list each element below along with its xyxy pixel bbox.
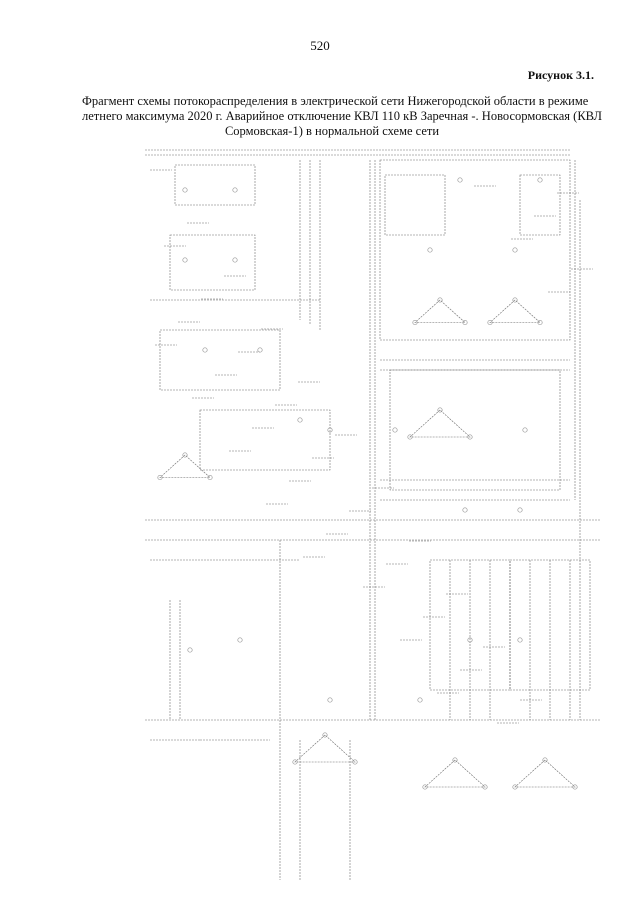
transformer-star [409, 409, 471, 438]
breaker-node [537, 177, 543, 183]
breaker-node [207, 474, 213, 481]
breaker-node [182, 452, 188, 458]
breaker-node [157, 474, 163, 481]
breaker-node [512, 297, 518, 303]
breaker-node [392, 427, 398, 433]
breaker-node [572, 784, 578, 790]
bus-frame [384, 174, 446, 236]
breaker-node [327, 427, 333, 433]
caption-line: Сормовская-1) в нормальной схеме сети [224, 124, 440, 138]
breaker-node [537, 319, 543, 326]
breaker-node [467, 434, 473, 440]
breaker-node [542, 757, 548, 763]
substation-frame [169, 234, 256, 291]
main-substation-frame [379, 159, 571, 341]
breaker-node [237, 637, 243, 643]
breaker-node [462, 319, 468, 326]
bus-frame [519, 174, 561, 236]
caption-line: летнего максимума 2020 г. Аварийное откл… [82, 109, 603, 123]
transformer-star [294, 734, 356, 763]
breaker-node [517, 637, 523, 643]
page-number: 520 [310, 38, 330, 53]
breaker-node [512, 784, 518, 790]
breaker-node [182, 187, 188, 193]
breaker-node [297, 417, 303, 423]
breaker-node [232, 187, 238, 193]
breaker-node [327, 697, 333, 703]
breaker-node [407, 434, 413, 440]
breaker-node [352, 759, 358, 765]
breaker-node [182, 257, 188, 263]
breaker-node [417, 697, 423, 703]
figure-caption: Фрагмент схемы потокораспределения в эле… [82, 94, 603, 139]
breaker-node [427, 247, 433, 253]
breaker-node [467, 637, 473, 643]
breaker-node [412, 319, 418, 326]
transformer-star [489, 299, 541, 323]
breaker-node [437, 297, 443, 303]
transformer-star [414, 299, 466, 323]
breaker-node [522, 427, 528, 433]
breaker-node [512, 247, 518, 253]
breaker-node [292, 759, 298, 765]
breaker-node [322, 732, 328, 738]
substation-nodes [157, 177, 578, 790]
substation-frame [159, 329, 281, 391]
breaker-node [487, 319, 493, 326]
breaker-node [452, 757, 458, 763]
substation-frame [174, 164, 256, 206]
transformer-star [159, 454, 211, 478]
breaker-node [232, 257, 238, 263]
breaker-node [202, 347, 208, 353]
breaker-node [482, 784, 488, 790]
breaker-node [462, 507, 468, 513]
breaker-node [517, 507, 523, 513]
figure-label: Рисунок 3.1. [527, 68, 594, 82]
breaker-node [257, 347, 263, 353]
substation-frame [199, 409, 331, 471]
transmission-lines [145, 149, 600, 880]
breaker-node [457, 177, 463, 183]
caption-line: Фрагмент схемы потокораспределения в эле… [82, 94, 589, 108]
breaker-node [437, 407, 443, 413]
substation-frame [389, 369, 561, 491]
breaker-node [187, 647, 193, 653]
transformer-star [514, 759, 576, 788]
breaker-node [422, 784, 428, 790]
transformer-star [424, 759, 486, 788]
